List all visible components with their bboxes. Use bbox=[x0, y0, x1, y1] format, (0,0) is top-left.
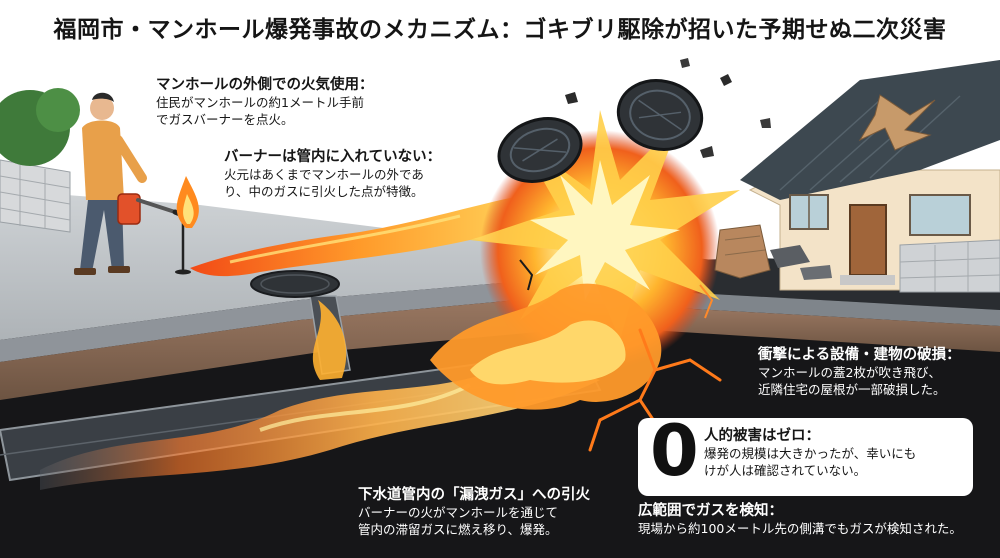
annotation-outside-use-heading: マンホールの外側での火気使用： bbox=[156, 77, 374, 93]
block-wall-left bbox=[0, 159, 71, 233]
earth-layer-left bbox=[0, 296, 560, 400]
broken-wall-right bbox=[714, 224, 771, 279]
casualty-count: 0 bbox=[650, 410, 699, 492]
annotation-ignition-line: バーナーの火がマンホールを通じて bbox=[358, 505, 559, 521]
annotation-damage-line: マンホールの蓋2枚が吹き飛び、 bbox=[758, 365, 941, 381]
annotation-damage: 衝撃による設備・建物の破損： マンホールの蓋2枚が吹き飛び、 近隣住宅の屋根が一… bbox=[758, 346, 961, 398]
annotation-detection: 広範囲でガスを検知： 現場から約100メートル先の側溝でもガスが検知された。 bbox=[638, 502, 962, 538]
page-title: 福岡市・マンホール爆発事故のメカニズム：ゴキブリ駆除が招いた予期せぬ二次災害 bbox=[53, 17, 947, 43]
annotation-burner: バーナーは管内に入れていない： 火元はあくまでマンホールの外であ り、中のガスに… bbox=[224, 148, 441, 200]
annotation-ignition-heading: 下水道管内の「漏洩ガス」への引火 bbox=[358, 487, 590, 503]
casualty-heading: 人的被害はゼロ： bbox=[704, 428, 820, 444]
road-edge-left bbox=[0, 278, 560, 362]
annotation-ignition-line: 管内の滞留ガスに燃え移り、爆発。 bbox=[358, 521, 558, 537]
earth-layer-right bbox=[640, 306, 1000, 352]
annotation-outside-use-line: 住民がマンホールの約1メートル手前 bbox=[156, 95, 364, 111]
annotation-burner-line: 火元はあくまでマンホールの外であ bbox=[224, 167, 424, 183]
annotation-detection-line: 現場から約100メートル先の側溝でもガスが検知された。 bbox=[638, 521, 962, 537]
pipe-fire bbox=[40, 360, 600, 490]
casualty-line: けが人は確認されていない。 bbox=[704, 462, 867, 478]
casualty-text: 人的被害はゼロ： 爆発の規模は大きかったが、幸いにも けが人は確認されていない。 bbox=[704, 427, 916, 479]
annotation-detection-heading: 広範囲でガスを検知： bbox=[638, 503, 783, 519]
shaft-flame bbox=[312, 300, 347, 380]
casualty-line: 爆発の規模は大きかったが、幸いにも bbox=[704, 446, 917, 462]
person-icon bbox=[74, 92, 147, 275]
annotation-outside-use: マンホールの外側での火気使用： 住民がマンホールの約1メートル手前 でガスバーナ… bbox=[156, 76, 374, 128]
flying-cover-left bbox=[497, 117, 583, 183]
annotation-damage-heading: 衝撃による設備・建物の破損： bbox=[758, 347, 961, 363]
flying-cover-right bbox=[616, 79, 704, 151]
annotation-damage-line: 近隣住宅の屋根が一部破損した。 bbox=[758, 381, 946, 397]
road-edge-right bbox=[640, 290, 1000, 326]
annotation-ignition: 下水道管内の「漏洩ガス」への引火 バーナーの火がマンホールを通じて 管内の滞留ガ… bbox=[358, 486, 590, 538]
road-surface-left bbox=[0, 190, 640, 340]
annotation-outside-use-line: でガスバーナーを点火。 bbox=[156, 111, 294, 127]
annotation-burner-heading: バーナーは管内に入れていない： bbox=[224, 149, 442, 165]
annotation-burner-line: り、中のガスに引火した点が特徴。 bbox=[224, 183, 424, 199]
casualty-card: 0 人的被害はゼロ： 爆発の規模は大きかったが、幸いにも けが人は確認されていな… bbox=[638, 410, 973, 496]
